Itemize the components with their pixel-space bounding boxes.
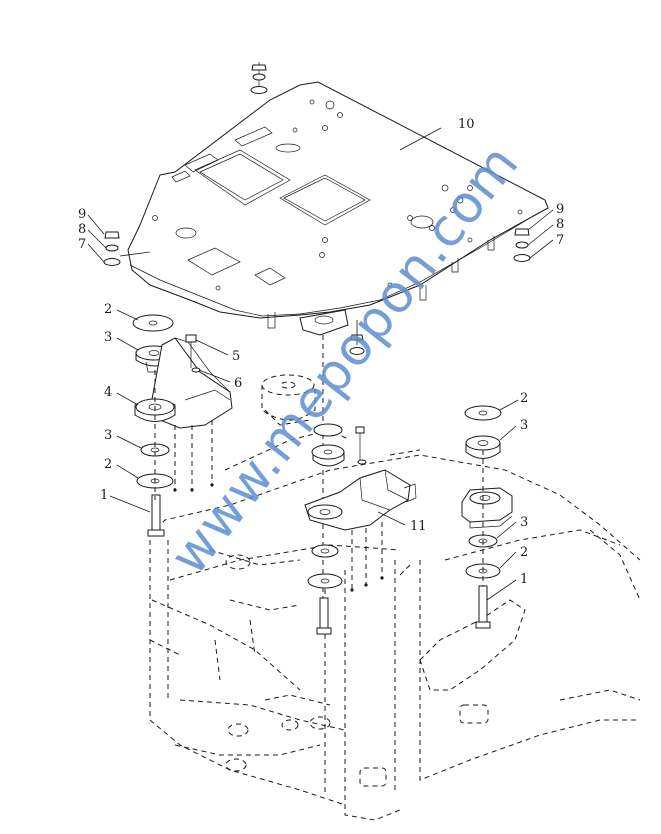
mounting-plate	[127, 81, 549, 336]
frame-body	[149, 429, 641, 821]
right-mount-assembly	[461, 405, 513, 629]
callout-2-right-top: 2	[520, 391, 528, 406]
side-nut-stack-right	[513, 228, 531, 262]
callout-8-left: 8	[78, 222, 86, 237]
callout-3-right-bottom: 3	[520, 515, 528, 530]
callout-1-right: 1	[520, 572, 528, 587]
callout-2-left-bottom: 2	[104, 457, 112, 472]
left-mount-assembly	[132, 314, 233, 537]
top-nut-stack	[250, 62, 268, 94]
callout-1-left: 1	[100, 488, 108, 503]
callout-3-left-bottom: 3	[104, 428, 112, 443]
callout-11: 11	[410, 519, 427, 534]
callout-3-right-top: 3	[520, 418, 528, 433]
callout-7-right: 7	[556, 233, 564, 248]
center-mount-assembly	[261, 335, 417, 635]
center-nut-stack	[349, 320, 365, 355]
callout-4: 4	[104, 385, 112, 400]
callout-10: 10	[458, 117, 475, 132]
callout-8-right: 8	[556, 217, 564, 232]
callout-7-left: 7	[78, 237, 86, 252]
callout-2-right-bottom: 2	[520, 545, 528, 560]
callout-labels: 10 9 8 7 9 8 7 2 3 5 6 4 3 2 1 11 2 3 3 …	[78, 117, 564, 587]
leader-lines	[87, 127, 554, 601]
callout-3-left-top: 3	[104, 330, 112, 345]
callout-5: 5	[232, 349, 240, 364]
callout-2-left-top: 2	[104, 302, 112, 317]
callout-9-left: 9	[78, 207, 86, 222]
side-nut-stack-left	[103, 231, 151, 266]
callout-9-right: 9	[556, 202, 564, 217]
callout-6: 6	[234, 376, 242, 391]
